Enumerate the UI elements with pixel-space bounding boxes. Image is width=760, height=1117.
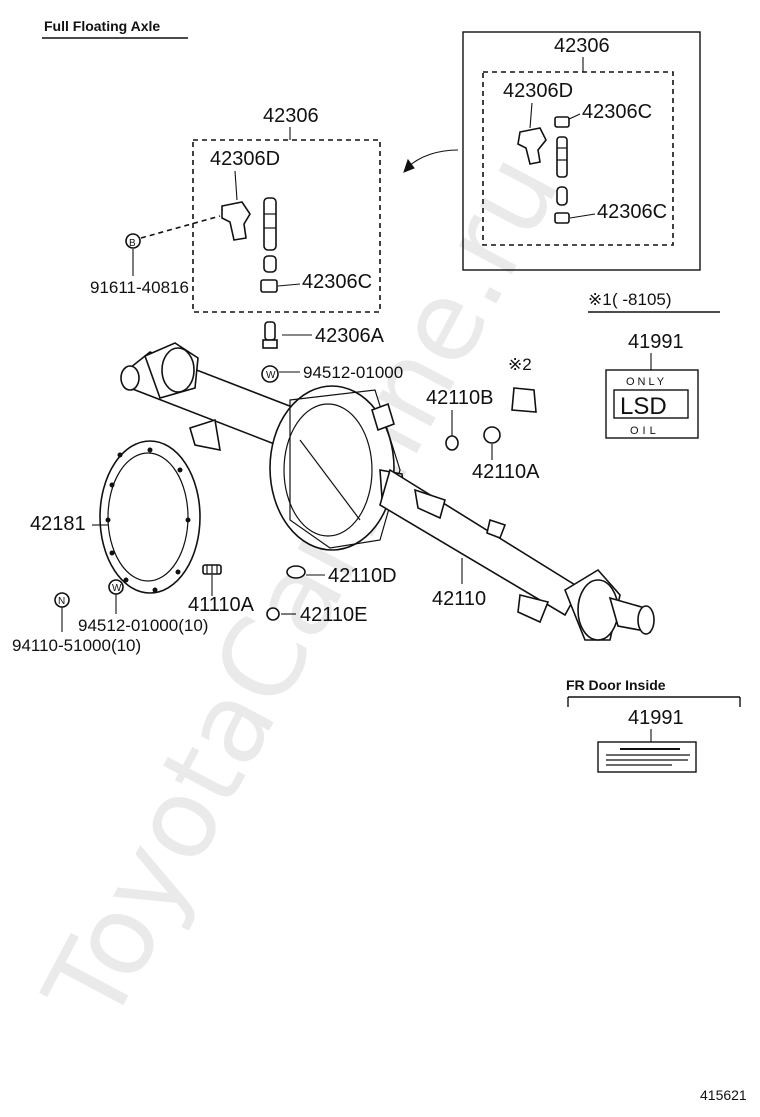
inset-dashed-group bbox=[482, 71, 674, 246]
label-94512-01000-10: 94512-01000(10) bbox=[78, 616, 208, 635]
label-42306C-inset-b: 42306C bbox=[597, 201, 667, 223]
figure-id: 415621 bbox=[700, 1087, 747, 1103]
arrow-icon-head bbox=[403, 158, 415, 173]
sensor-icon bbox=[517, 116, 570, 224]
washer-symbol: W bbox=[266, 370, 276, 381]
sensor-icon bbox=[221, 197, 278, 293]
gasket-icon bbox=[99, 440, 201, 594]
label-42181: 42181 bbox=[30, 513, 86, 535]
lsd-inner-box bbox=[613, 389, 689, 419]
lsd-top-text: ONLY bbox=[626, 376, 667, 388]
axle-housing bbox=[120, 342, 655, 641]
label-42110: 42110 bbox=[432, 588, 486, 610]
label-42110B: 42110B bbox=[426, 387, 493, 409]
bolt-symbol: B bbox=[129, 238, 136, 249]
label-42306D-main: 42306D bbox=[210, 148, 280, 170]
bolt-icon bbox=[125, 233, 141, 249]
label-42110A: 42110A bbox=[472, 461, 540, 483]
label-42306C-inset-a: 42306C bbox=[582, 101, 652, 123]
section-title: Full Floating Axle bbox=[44, 18, 160, 34]
label-42306C-main: 42306C bbox=[302, 271, 372, 293]
label-41991-b: 41991 bbox=[628, 707, 684, 729]
label-94512-01000: 94512-01000 bbox=[303, 363, 403, 382]
lsd-bottom-text: OIL bbox=[630, 425, 660, 437]
door-label-icon bbox=[597, 741, 697, 773]
plug-icon bbox=[262, 321, 278, 349]
arrow-icon bbox=[407, 149, 459, 168]
lsd-sticker bbox=[605, 369, 699, 439]
label-41991-a: 41991 bbox=[628, 331, 684, 353]
note-1-mark: ※1 bbox=[588, 290, 612, 309]
label-42306A: 42306A bbox=[315, 325, 385, 347]
label-42110D: 42110D bbox=[328, 565, 397, 587]
main-dashed-group bbox=[192, 139, 381, 313]
fr-door-title: FR Door Inside bbox=[566, 677, 666, 693]
note-2-mark: ※2 bbox=[508, 355, 532, 374]
label-41110A: 41110A bbox=[188, 594, 255, 616]
label-91611-40816: 91611-40816 bbox=[90, 278, 189, 297]
washer-icon bbox=[261, 365, 279, 383]
label-42110E: 42110E bbox=[300, 604, 367, 626]
note-1-range: ( -8105) bbox=[612, 290, 672, 309]
nut-symbol: N bbox=[58, 596, 65, 607]
breather-icon bbox=[266, 607, 280, 621]
label-94110-51000-10: 94110-51000(10) bbox=[12, 636, 141, 655]
plug-icon bbox=[445, 435, 459, 451]
label-42306-main: 42306 bbox=[263, 105, 319, 127]
stud-icon bbox=[202, 564, 222, 575]
inset-frame bbox=[462, 31, 701, 271]
label-42306-inset: 42306 bbox=[554, 35, 610, 57]
tag-icon bbox=[511, 387, 537, 413]
label-42306D-inset: 42306D bbox=[503, 80, 573, 102]
drain-plug-icon bbox=[483, 426, 501, 444]
lsd-main-text: LSD bbox=[620, 393, 667, 420]
plug-icon bbox=[286, 565, 306, 579]
washer-symbol: W bbox=[112, 583, 122, 594]
